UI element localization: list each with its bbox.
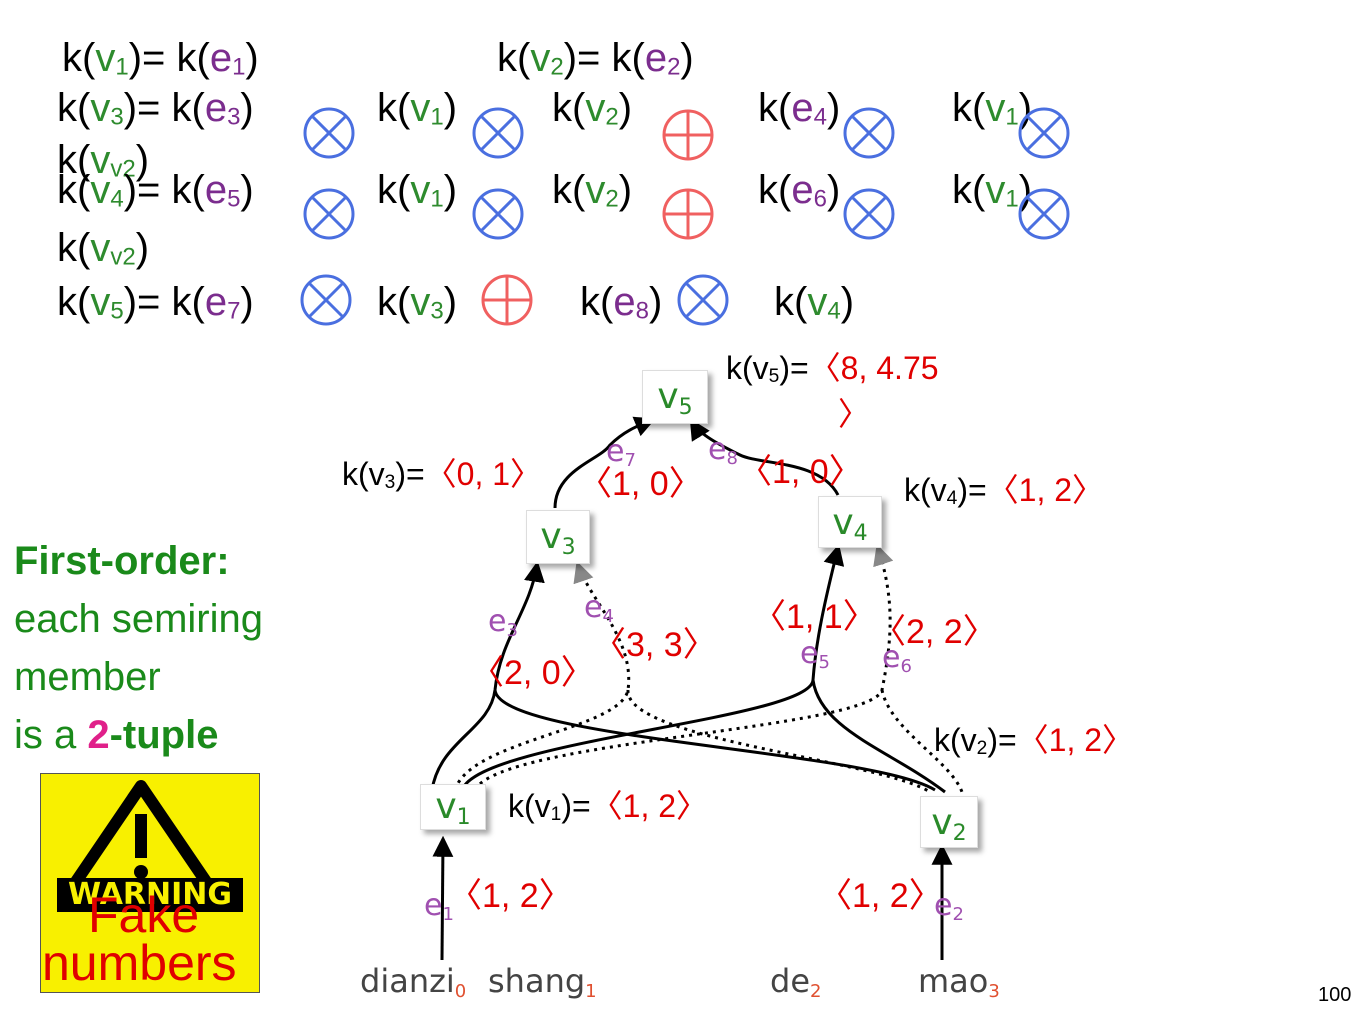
edge-label-e8: e8: [708, 432, 738, 469]
term-k-v3: k(v3): [377, 280, 458, 325]
edge-label-e4: e4: [584, 590, 614, 627]
warning-label: WARNING: [67, 877, 233, 912]
value-label-v2: k(v2)=〈1, 2〉: [934, 722, 1135, 759]
first-order-line: each semiring: [14, 597, 264, 641]
weight-e6: 〈2, 2〉: [872, 613, 997, 651]
term-k-v2-wrapped: k(vv2): [57, 138, 150, 183]
equation-k-v5: k(v5)= k(e7): [57, 280, 254, 325]
word-mao: mao3: [918, 962, 1000, 1002]
edge-e4: [453, 561, 631, 791]
term-k-v1: k(v1): [377, 168, 458, 213]
term-k-e4: k(e4): [758, 86, 841, 131]
word-de: de2: [770, 962, 822, 1002]
first-order-note: First-order: each semiring member is a 2…: [14, 532, 263, 764]
equation-k-v1: k(v1)= k(e1): [62, 36, 259, 81]
term-k-v1: k(v1): [952, 86, 1033, 131]
first-order-line: is a 2-tuple: [14, 713, 219, 757]
value-label-v5-close: 〉: [838, 396, 871, 432]
first-order-title: First-order:: [14, 539, 230, 583]
term-k-v2-wrapped: k(vv2): [57, 226, 150, 271]
edge-e8: [689, 418, 840, 496]
word-dianzi: dianzi0: [360, 962, 467, 1002]
first-order-line: member: [14, 655, 161, 699]
equation-k-v3: k(v3)= k(e3): [57, 86, 254, 131]
edge-label-e1: e1: [424, 888, 454, 925]
edge-e6: [473, 544, 894, 791]
term-k-v1: k(v1): [377, 86, 458, 131]
equation-k-v4: k(v4)= k(e5): [57, 168, 254, 213]
value-label-v3: k(v3)=〈0, 1〉: [342, 456, 543, 493]
node-v2: v2: [920, 796, 978, 848]
term-k-v2: k(v2): [552, 86, 633, 131]
node-v3: v3: [526, 510, 590, 564]
weight-e8: 〈1, 0〉: [738, 453, 863, 491]
edge-label-e7: e7: [606, 434, 636, 471]
value-label-v5: k(v5)=〈8, 4.75: [726, 350, 939, 387]
weight-e7: 〈1, 0〉: [578, 465, 703, 503]
edge-e1: [432, 835, 454, 961]
edge-e7: [553, 416, 656, 509]
term-k-e8: k(e8): [580, 280, 663, 325]
weight-e1: 〈1, 2〉: [448, 877, 573, 915]
page-number: 100: [1318, 984, 1352, 1006]
edge-label-e2: e2: [934, 888, 964, 925]
edge-e5: [460, 543, 845, 791]
term-k-v4: k(v4): [774, 280, 855, 325]
node-v5: v5: [642, 370, 708, 424]
weight-e2: 〈1, 2〉: [818, 877, 943, 915]
weight-e5: 〈1, 1〉: [752, 598, 877, 636]
fake-label: Fake: [88, 887, 200, 943]
node-v4: v4: [818, 496, 882, 548]
edge-label-e6: e6: [882, 640, 912, 677]
equation-k-v2: k(v2)= k(e2): [497, 36, 694, 81]
edge-label-e3: e3: [488, 604, 518, 641]
weight-e4: 〈3, 3〉: [592, 626, 717, 664]
word-shang: shang1: [488, 962, 597, 1002]
value-label-v4: k(v4)=〈1, 2〉: [904, 472, 1105, 509]
numbers-label: numbers: [42, 935, 237, 991]
warning-triangle-icon: [57, 780, 243, 912]
warning-sign: WARNING: [40, 773, 260, 993]
edge-label-e5: e5: [800, 636, 830, 673]
term-k-v1: k(v1): [952, 168, 1033, 213]
weight-e3: 〈2, 0〉: [470, 654, 595, 692]
term-k-e6: k(e6): [758, 168, 841, 213]
node-v1: v1: [420, 784, 486, 830]
term-k-v2: k(v2): [552, 168, 633, 213]
value-label-v1: k(v1)=〈1, 2〉: [508, 788, 709, 825]
